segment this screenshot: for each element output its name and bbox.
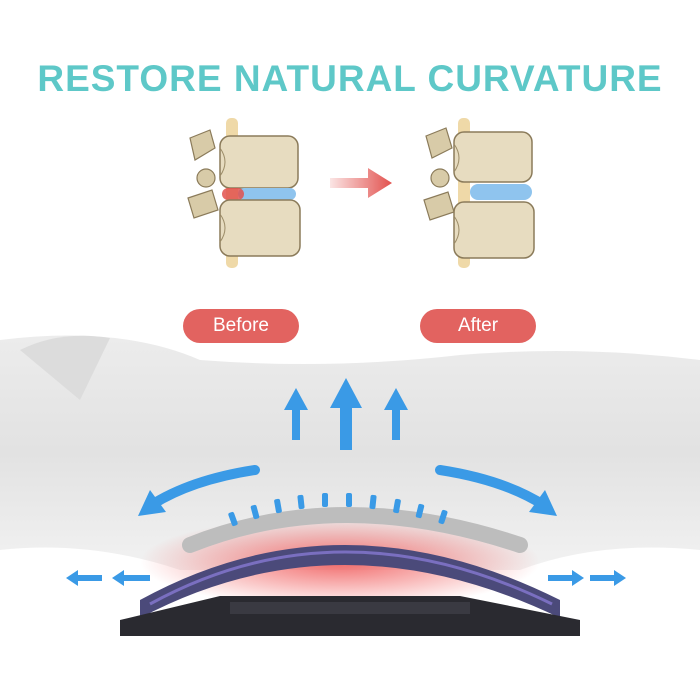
headline: RESTORE NATURAL CURVATURE: [37, 58, 663, 99]
vertebra-compressed-icon: [187, 118, 301, 268]
vertebra-healthy-icon: [423, 118, 535, 268]
after-label: After: [420, 309, 536, 343]
arrow-right-icon: [330, 168, 392, 198]
back-stretcher-illustration: [0, 335, 700, 636]
before-label: Before: [183, 309, 299, 343]
